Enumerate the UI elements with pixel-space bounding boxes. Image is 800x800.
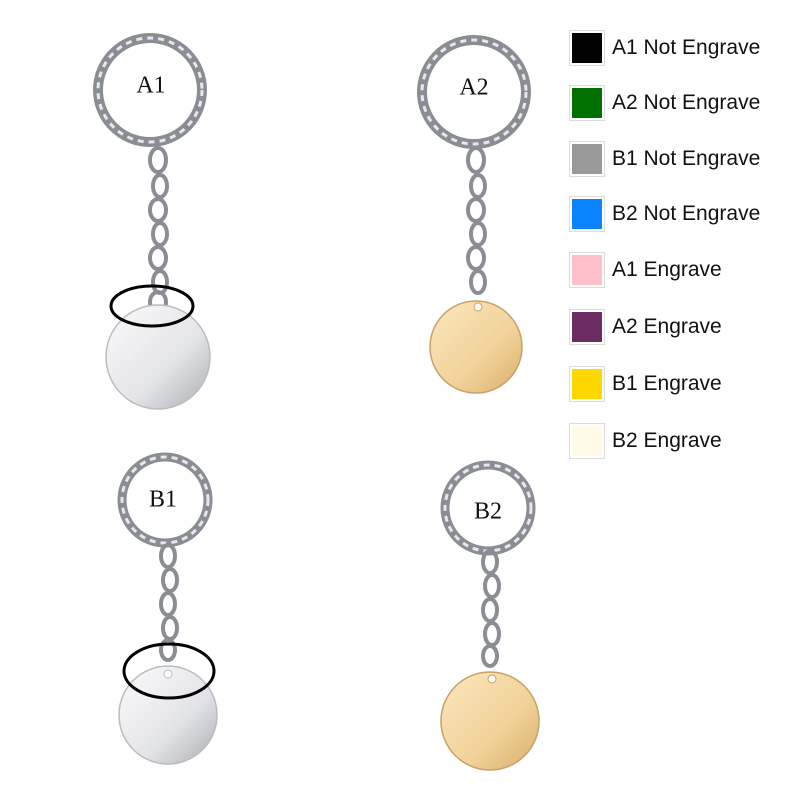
- split-ring: [93, 33, 207, 147]
- legend-label: A2 Engrave: [612, 315, 722, 338]
- keychain-label: A1: [136, 72, 166, 99]
- color-swatch: [570, 367, 604, 401]
- legend-label: B2 Not Engrave: [612, 202, 761, 225]
- highlight-circle: [109, 284, 195, 328]
- chain: [481, 549, 501, 668]
- split-ring: [117, 452, 213, 548]
- color-swatch: [570, 142, 604, 176]
- color-swatch: [570, 31, 604, 65]
- legend-item: B1 Not Engrave: [568, 139, 798, 179]
- color-swatch: [570, 86, 604, 120]
- legend-label: B1 Not Engrave: [612, 147, 761, 170]
- color-swatch: [570, 424, 604, 458]
- pendant-disc: [118, 665, 218, 765]
- pendant-disc: [429, 300, 523, 394]
- pendant-hole: [473, 302, 483, 312]
- split-ring: [417, 35, 531, 149]
- legend-item: A1 Not Engrave: [568, 28, 798, 68]
- keychain-label: A2: [459, 74, 489, 101]
- highlight-circle: [122, 642, 216, 700]
- legend-label: B1 Engrave: [612, 372, 722, 395]
- legend-label: A1 Engrave: [612, 258, 722, 281]
- legend-item: B1 Engrave: [568, 364, 798, 404]
- pendant-hole: [163, 669, 173, 679]
- pendant-hole: [487, 674, 497, 684]
- chain: [466, 146, 487, 295]
- keychain-label: B2: [473, 498, 503, 525]
- color-swatch: [570, 253, 604, 287]
- chain: [159, 543, 179, 662]
- legend-label: A1 Not Engrave: [612, 36, 761, 59]
- pendant-disc: [105, 304, 211, 410]
- pendant-disc: [440, 671, 540, 771]
- keychain-label: B1: [148, 486, 178, 513]
- legend-label: A2 Not Engrave: [612, 91, 761, 114]
- chain: [148, 146, 169, 314]
- legend-item: A2 Engrave: [568, 307, 798, 347]
- color-swatch: [570, 197, 604, 231]
- legend-item: A1 Engrave: [568, 250, 798, 290]
- legend-item: B2 Engrave: [568, 421, 798, 461]
- legend-item: B2 Not Engrave: [568, 194, 798, 234]
- color-swatch: [570, 310, 604, 344]
- legend-label: B2 Engrave: [612, 429, 722, 452]
- legend-item: A2 Not Engrave: [568, 83, 798, 123]
